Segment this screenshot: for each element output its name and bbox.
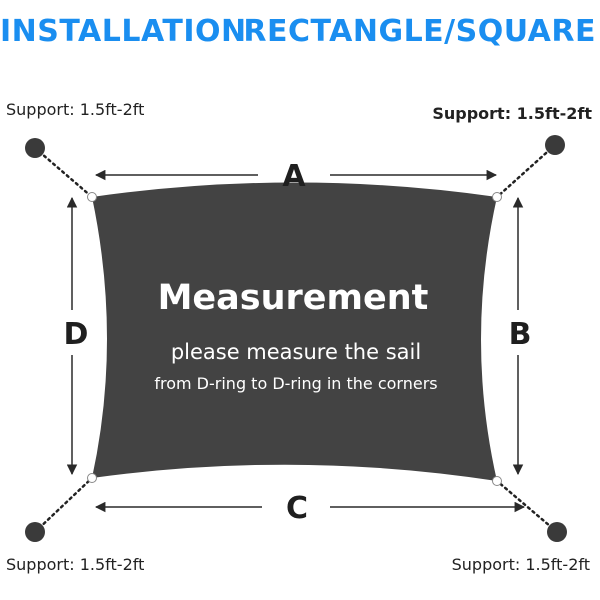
sail-instruction-line-1: please measure the sail bbox=[171, 340, 421, 364]
sail-title: Measurement bbox=[158, 278, 429, 318]
support-line-bottom-left bbox=[33, 476, 94, 534]
shape-title: RECTANGLE/SQUARE bbox=[243, 14, 596, 49]
support-label-top-right: Support: 1.5ft-2ft bbox=[432, 104, 592, 123]
d-ring-bottom-left bbox=[87, 473, 97, 483]
support-post-bottom-left bbox=[25, 522, 45, 542]
dimension-label-a: A bbox=[282, 159, 306, 194]
support-line-bottom-right bbox=[495, 479, 559, 534]
support-post-top-right bbox=[545, 135, 565, 155]
dimension-label-d: D bbox=[64, 317, 89, 352]
shade-sail bbox=[92, 182, 497, 481]
support-post-top-left bbox=[25, 138, 45, 158]
support-line-top-right bbox=[495, 143, 557, 199]
dimension-label-b: B bbox=[509, 317, 532, 352]
installation-title: INSTALLATION bbox=[0, 14, 247, 49]
sail-instruction-line-2: from D-ring to D-ring in the corners bbox=[154, 374, 437, 393]
support-label-bottom-right: Support: 1.5ft-2ft bbox=[451, 555, 590, 574]
dimension-label-c: C bbox=[286, 491, 308, 526]
d-ring-top-right bbox=[492, 192, 502, 202]
support-label-bottom-left: Support: 1.5ft-2ft bbox=[6, 555, 145, 574]
support-post-bottom-right bbox=[547, 522, 567, 542]
d-ring-top-left bbox=[87, 192, 97, 202]
d-ring-bottom-right bbox=[492, 476, 502, 486]
support-label-top-left: Support: 1.5ft-2ft bbox=[6, 100, 145, 119]
support-line-top-left bbox=[33, 146, 94, 199]
